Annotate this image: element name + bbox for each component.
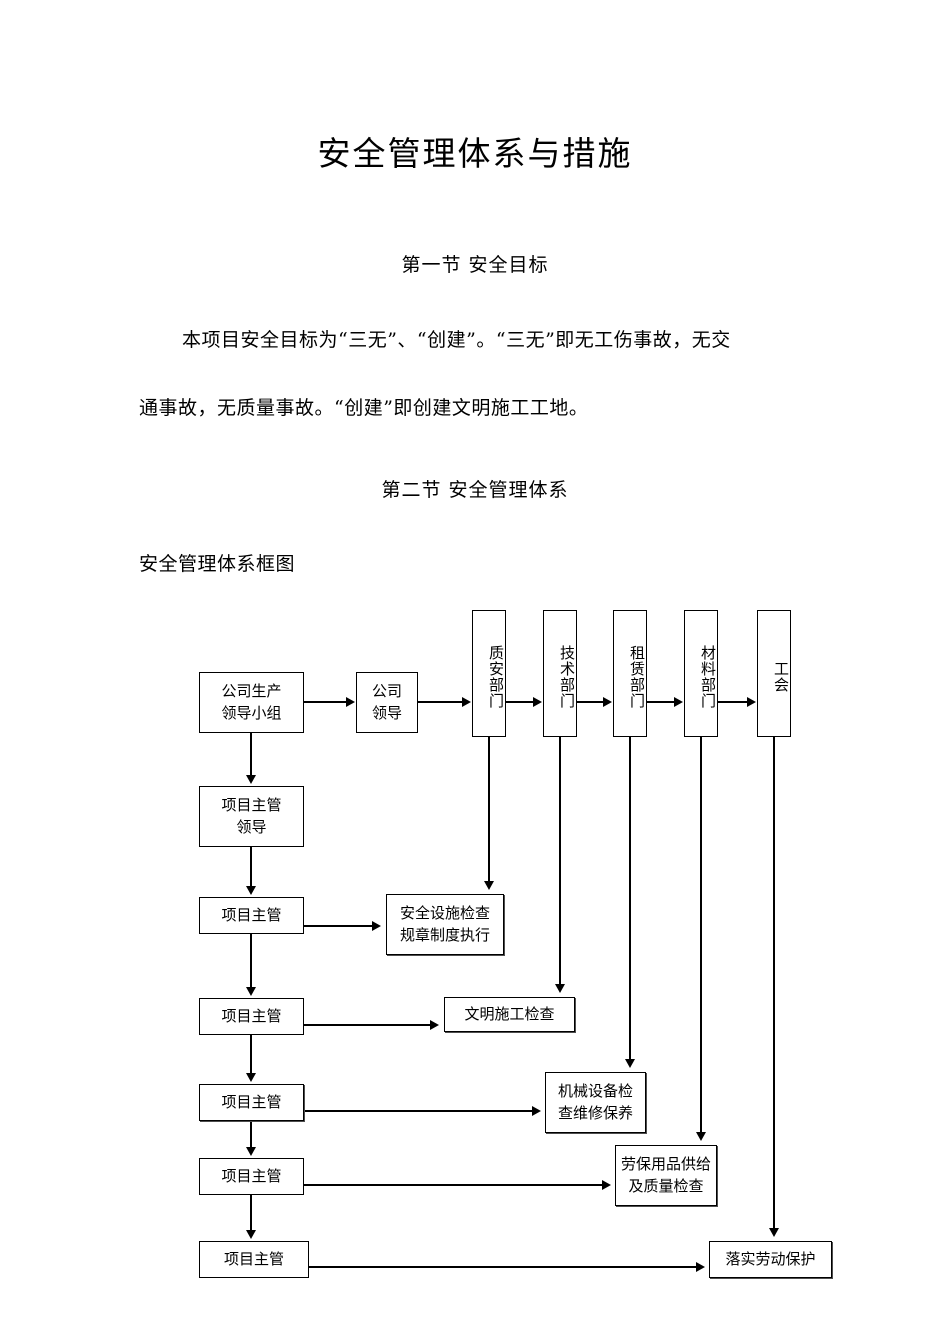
connector-leasing-to-materials [647, 701, 676, 703]
node-line-1: 安全设施检查 [399, 903, 490, 922]
flow-node-supervisor-4[interactable]: 项目主管 [199, 1158, 304, 1195]
arrowhead-right-icon [533, 697, 542, 707]
flow-node-task-labor-protection-supplies[interactable]: 劳保用品供给 及质量检查 [615, 1145, 717, 1206]
connector-leasing-down-to-machinery [629, 737, 631, 1061]
connector-supervisor-3-to-machinery [304, 1110, 532, 1112]
node-line-1: 项目主管 [221, 795, 282, 814]
connector-supervisor-2-to-civilized-construction [304, 1024, 430, 1026]
flow-node-supervisor-2[interactable]: 项目主管 [199, 998, 304, 1035]
arrowhead-down-icon [246, 987, 256, 996]
flow-node-department-materials[interactable]: 材料部门 [684, 610, 718, 737]
arrowhead-right-icon [674, 697, 683, 707]
arrowhead-down-icon [625, 1059, 635, 1068]
flow-node-department-leasing[interactable]: 租赁部门 [613, 610, 647, 737]
node-line-2: 查维修保养 [557, 1103, 633, 1122]
node-line-1: 劳保用品供给 [620, 1154, 711, 1173]
section-heading-1: 第一节 安全目标 [401, 254, 549, 276]
arrowhead-right-icon [532, 1106, 541, 1116]
arrowhead-down-icon [246, 1230, 256, 1239]
arrowhead-down-icon [555, 984, 565, 993]
connector-leader-to-quality-safety [418, 701, 464, 703]
node-line-2: 领导 [371, 703, 402, 722]
node-line-1: 公司生产 [221, 681, 282, 700]
connector-technology-to-leasing [577, 701, 605, 703]
arrowhead-right-icon [603, 697, 612, 707]
node-line-2: 领导 [236, 817, 267, 836]
connector-technology-down-to-civilized-construction [559, 737, 561, 986]
flow-node-task-machinery-maintenance[interactable]: 机械设备检 查维修保养 [545, 1072, 646, 1133]
connector-group-to-leader [304, 701, 348, 703]
flow-node-company-production-group[interactable]: 公司生产 领导小组 [199, 672, 304, 733]
arrowhead-down-icon [246, 1073, 256, 1082]
flow-node-supervisor-3[interactable]: 项目主管 [199, 1084, 304, 1121]
arrowhead-down-icon [246, 775, 256, 784]
flow-node-company-leader[interactable]: 公司 领导 [356, 672, 418, 733]
flow-node-department-quality-safety[interactable]: 质安部门 [472, 610, 506, 737]
arrowhead-right-icon [462, 697, 471, 707]
node-line-1: 公司 [371, 681, 402, 700]
flow-node-task-civilized-construction-inspection[interactable]: 文明施工检查 [444, 997, 575, 1032]
arrowhead-down-icon [246, 1147, 256, 1156]
node-line-2: 及质量检查 [628, 1176, 704, 1195]
arrowhead-right-icon [602, 1180, 611, 1190]
connector-quality-safety-down-to-safety-facility [488, 737, 490, 883]
connector-supervisor-1-down-to-2 [250, 934, 252, 989]
connector-supervisor-2-down-to-3 [250, 1035, 252, 1075]
node-line-2: 领导小组 [221, 703, 282, 722]
section-heading-2: 第二节 安全管理体系 [381, 479, 569, 501]
flow-node-task-safety-facility-inspection[interactable]: 安全设施检查 规章制度执行 [386, 894, 504, 955]
arrowhead-right-icon [430, 1020, 439, 1030]
connector-supervisor-3-down-to-4 [250, 1121, 252, 1149]
flow-node-department-labor-union[interactable]: 工会 [757, 610, 791, 737]
connector-lead-manager-down-to-supervisor-1 [250, 847, 252, 888]
node-line-2: 规章制度执行 [399, 925, 490, 944]
flow-node-supervisor-5[interactable]: 项目主管 [199, 1241, 309, 1278]
connector-supervisor-1-to-safety-facility [304, 925, 372, 927]
connector-group-down-to-lead-manager [250, 733, 252, 777]
node-line-1: 机械设备检 [557, 1081, 633, 1100]
arrowhead-down-icon [246, 886, 256, 895]
connector-materials-to-union [718, 701, 749, 703]
arrowhead-down-icon [769, 1228, 779, 1237]
connector-supervisor-4-to-labor-supplies [304, 1184, 602, 1186]
connector-quality-to-technology [506, 701, 535, 703]
page-title: 安全管理体系与措施 [317, 134, 633, 173]
flow-node-task-implement-labor-protection[interactable]: 落实劳动保护 [709, 1241, 832, 1278]
connector-supervisor-5-to-implement-protection [309, 1266, 697, 1268]
connector-supervisor-4-down-to-5 [250, 1195, 252, 1232]
flow-node-supervisor-1[interactable]: 项目主管 [199, 897, 304, 934]
body-paragraph-line-1: 本项目安全目标为“三无”、“创建”。“三无”即无工伤事故，无交 [182, 329, 731, 351]
arrowhead-right-icon [696, 1262, 705, 1272]
connector-union-down-to-implement-protection [773, 737, 775, 1230]
connector-materials-down-to-labor-supplies [700, 737, 702, 1134]
body-paragraph-line-2: 通事故，无质量事故。“创建”即创建文明施工工地。 [139, 397, 589, 419]
flow-node-project-lead-manager[interactable]: 项目主管 领导 [199, 786, 304, 847]
arrowhead-right-icon [747, 697, 756, 707]
flow-node-department-technology[interactable]: 技术部门 [543, 610, 577, 737]
arrowhead-right-icon [372, 921, 381, 931]
arrowhead-down-icon [484, 881, 494, 890]
arrowhead-right-icon [346, 697, 355, 707]
arrowhead-down-icon [696, 1132, 706, 1141]
figure-caption: 安全管理体系框图 [139, 553, 296, 575]
